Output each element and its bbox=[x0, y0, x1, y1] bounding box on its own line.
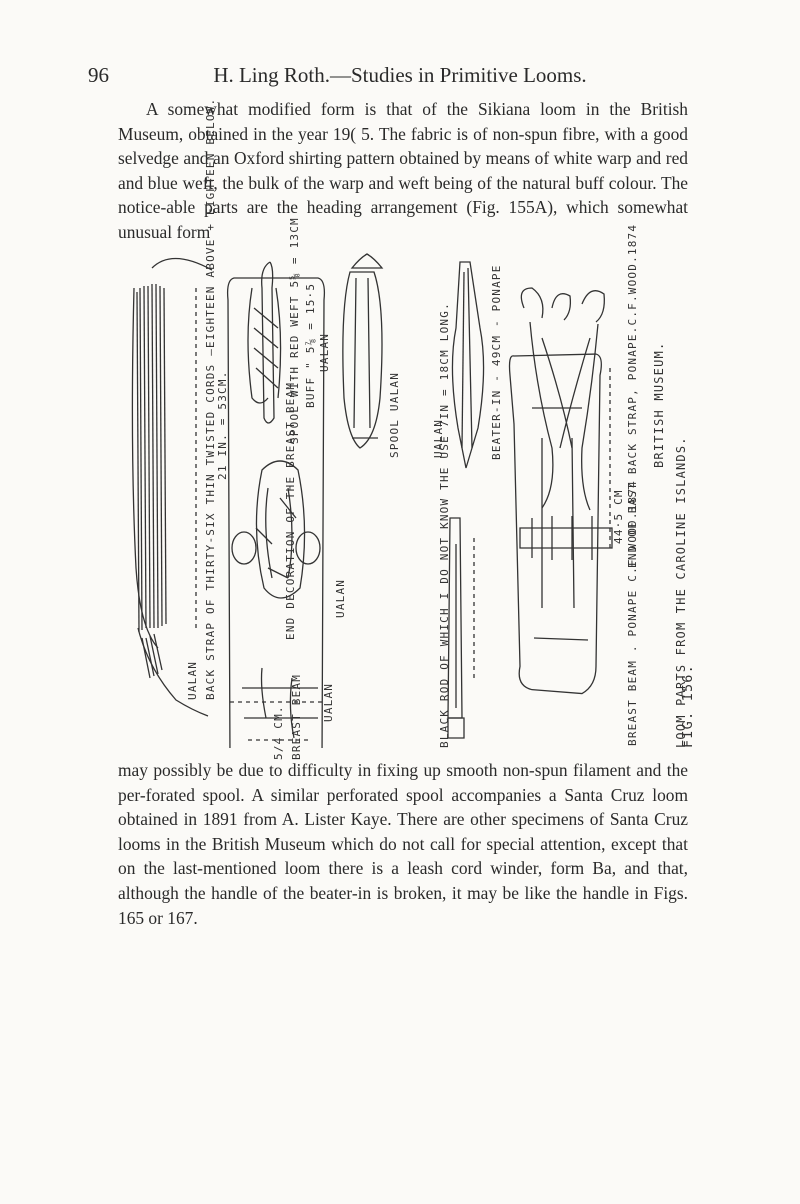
breast-beam-left-drawing bbox=[226, 277, 326, 748]
label-spool-ualan: UALAN bbox=[318, 332, 331, 372]
label-breast-beam-dim: 5/4 CM. bbox=[272, 705, 285, 760]
loom-drawing bbox=[131, 253, 613, 748]
paragraph-1: A somewhat modified form is that of the … bbox=[118, 99, 688, 242]
label-end-ualan: UALAN bbox=[334, 578, 347, 618]
page-header: 96 H. Ling Roth.—Studies in Primitive Lo… bbox=[0, 63, 800, 93]
label-end-decoration: END DECORATION OF THE BREAST BEAM. bbox=[284, 374, 297, 640]
breast-beam-right-drawing bbox=[508, 353, 602, 695]
label-back-strap-dim: 21 IN. = 53CM. bbox=[216, 370, 229, 480]
label-spool-ualan2: SPOOL UALAN bbox=[388, 371, 401, 458]
page-number: 96 bbox=[88, 63, 109, 87]
figure-loom-parts: UALAN BACK STRAP OF THIRTY-SIX THIN TWIS… bbox=[112, 98, 702, 760]
label-british-museum: BRITISH MUSEUM. bbox=[652, 341, 666, 468]
label-breast-beam-left: BREAST BEAM bbox=[290, 673, 303, 760]
label-beater-in: BEATER-IN - 49CM - PONAPE bbox=[490, 264, 503, 460]
bast-strap-drawing bbox=[519, 287, 613, 560]
back-strap-drawing bbox=[131, 257, 213, 717]
label-ualan-beam: UALAN bbox=[322, 682, 335, 722]
label-breast-beam-ponape: BREAST BEAM . PONAPE C.F.WOOD.1874 bbox=[626, 480, 639, 746]
end-decoration-drawing bbox=[231, 460, 321, 599]
label-black-rod: BLACK ROD OF WHICH I DO NOT KNOW THE USE… bbox=[438, 302, 451, 748]
label-spool-buff: BUFF " 5⅞ = 15·5 bbox=[304, 282, 317, 408]
black-rod-drawing bbox=[447, 517, 465, 739]
beater-in-drawing bbox=[451, 261, 485, 469]
figure-caption: FIG. 156. bbox=[680, 664, 696, 748]
dimension-lines bbox=[195, 288, 611, 741]
long-spool-drawing bbox=[342, 253, 384, 449]
paragraph-2: may possibly be due to difficulty in fix… bbox=[118, 760, 688, 928]
label-end-back-dim: 44·5 CM bbox=[612, 489, 625, 544]
spool-weft-drawing bbox=[247, 261, 282, 424]
running-title: H. Ling Roth.—Studies in Primitive Looms… bbox=[213, 63, 587, 87]
label-ualan-left: UALAN bbox=[186, 660, 199, 700]
